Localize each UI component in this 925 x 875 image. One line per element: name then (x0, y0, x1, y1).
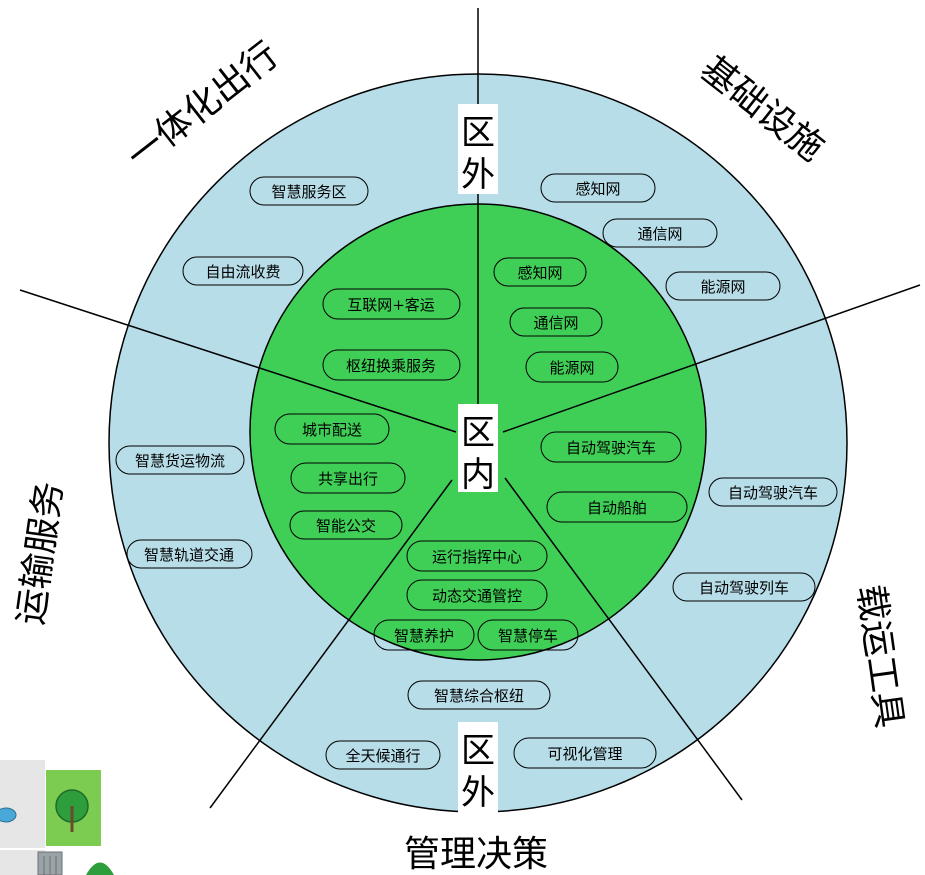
svg-text:智慧养护: 智慧养护 (394, 627, 454, 645)
svg-text:能源网: 能源网 (700, 278, 745, 296)
svg-text:通信网: 通信网 (637, 225, 682, 243)
sector-title-transport-service: 运输服务 (10, 479, 71, 627)
zone-char: 内 (461, 455, 495, 495)
svg-text:运行指挥中心: 运行指挥中心 (432, 548, 522, 566)
outer-item: 智慧货运物流 (115, 445, 245, 475)
svg-text:共享出行: 共享出行 (318, 470, 378, 488)
inner-item: 通信网 (509, 307, 603, 337)
outer-item: 通信网 (602, 218, 718, 248)
outer-item: 能源网 (665, 271, 781, 301)
svg-text:智慧轨道交通: 智慧轨道交通 (144, 546, 234, 564)
zone-label-outer-top: 区 外 (458, 104, 498, 195)
inner-item: 智慧停车 (477, 619, 579, 651)
svg-text:智慧服务区: 智慧服务区 (271, 183, 346, 201)
city-decoration (0, 760, 114, 875)
outer-item: 可视化管理 (513, 737, 657, 769)
inner-item: 互联网+客运 (322, 288, 461, 320)
sector-title-infrastructure: 基础设施 (693, 48, 832, 169)
pond-icon (0, 807, 17, 823)
outer-item: 自由流收费 (182, 256, 304, 286)
outer-item: 智慧轨道交通 (126, 539, 253, 569)
zone-char: 外 (461, 773, 495, 813)
building-icon (37, 851, 63, 875)
svg-text:全天候通行: 全天候通行 (345, 747, 420, 765)
svg-text:智慧综合枢纽: 智慧综合枢纽 (434, 687, 524, 705)
svg-text:智能公交: 智能公交 (316, 517, 376, 535)
inner-item: 动态交通管控 (406, 579, 548, 611)
outer-item: 自动驾驶列车 (672, 572, 816, 602)
svg-text:感知网: 感知网 (575, 180, 620, 198)
svg-text:能源网: 能源网 (549, 359, 594, 377)
inner-item: 枢纽换乘服务 (322, 349, 461, 381)
road-tile-icon (0, 760, 45, 848)
outer-item: 感知网 (540, 173, 656, 203)
svg-text:自动驾驶汽车: 自动驾驶汽车 (566, 439, 656, 457)
inner-items: 互联网+客运 枢纽换乘服务 感知网 通信网 能源网 城市配送 共享出行 智能公 (274, 257, 688, 651)
svg-text:自动驾驶列车: 自动驾驶列车 (699, 579, 789, 597)
zone-char: 区 (461, 731, 495, 771)
zone-label-center: 区 内 (458, 404, 498, 495)
svg-text:感知网: 感知网 (517, 264, 562, 282)
svg-text:自动船舶: 自动船舶 (587, 499, 647, 517)
zone-char: 区 (461, 413, 495, 453)
zone-label-outer-bottom: 区 外 (458, 722, 498, 814)
svg-text:通信网: 通信网 (533, 314, 578, 332)
svg-text:自由流收费: 自由流收费 (205, 263, 280, 281)
sector-dividers (19, 8, 921, 809)
zone-char: 区 (461, 113, 495, 153)
outer-item: 全天候通行 (325, 740, 441, 770)
sector-title-management: 管理决策 (404, 834, 548, 875)
inner-item: 能源网 (525, 351, 619, 383)
svg-text:可视化管理: 可视化管理 (547, 745, 622, 763)
inner-item: 共享出行 (290, 462, 406, 494)
inner-item: 城市配送 (274, 413, 390, 445)
inner-item: 自动船舶 (546, 491, 688, 523)
inner-item: 感知网 (493, 257, 587, 287)
outer-item: 自动驾驶汽车 (708, 477, 838, 507)
zone-char: 外 (461, 155, 495, 195)
tree-icon (55, 789, 89, 832)
svg-text:枢纽换乘服务: 枢纽换乘服务 (346, 357, 436, 375)
sector-title-vehicles: 载运工具 (849, 582, 910, 730)
inner-item: 智慧养护 (373, 619, 475, 651)
svg-text:互联网+客运: 互联网+客运 (347, 296, 435, 314)
svg-text:城市配送: 城市配送 (302, 421, 362, 439)
svg-text:智慧货运物流: 智慧货运物流 (135, 452, 225, 470)
inner-item: 智能公交 (289, 510, 403, 540)
outer-item: 智慧综合枢纽 (407, 680, 551, 710)
svg-text:动态交通管控: 动态交通管控 (432, 587, 522, 605)
svg-text:智慧停车: 智慧停车 (498, 627, 558, 645)
outer-items: 智慧服务区 自由流收费 感知网 通信网 能源网 智慧货运物流 智慧轨道交通 自 (115, 173, 838, 770)
outer-item: 智慧服务区 (249, 176, 369, 206)
inner-item: 自动驾驶汽车 (540, 431, 682, 463)
inner-item: 运行指挥中心 (406, 540, 548, 572)
tree-icon (86, 862, 114, 875)
svg-text:自动驾驶汽车: 自动驾驶汽车 (728, 484, 818, 502)
